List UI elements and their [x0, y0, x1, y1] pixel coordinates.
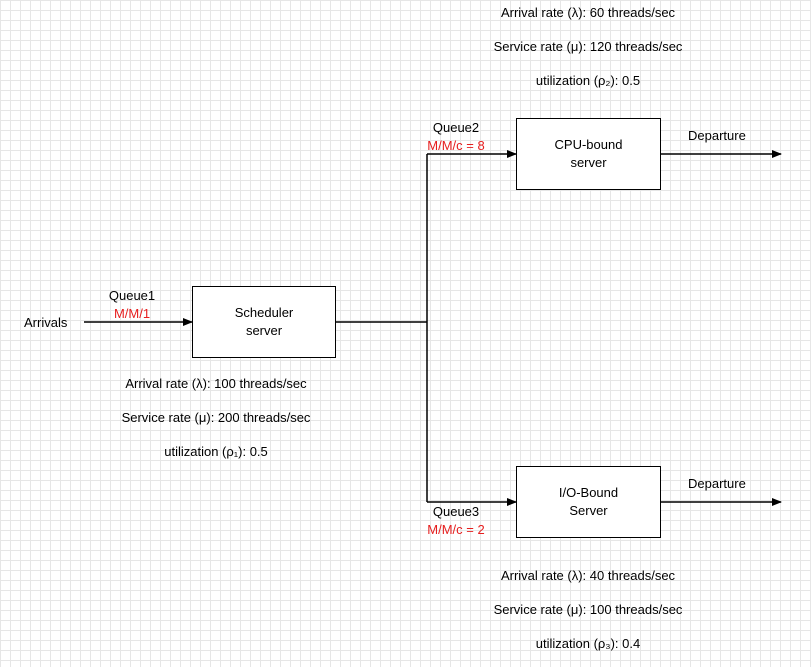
io-bound-server-box: I/O-Bound Server: [516, 466, 661, 538]
io-box-line1: I/O-Bound: [558, 485, 619, 500]
arrivals-label: Arrivals: [24, 315, 68, 330]
queue2-model: M/M/c = 8: [427, 138, 485, 153]
scheduler-box-line1: Scheduler: [234, 305, 294, 320]
cpu-arrival-rate: Arrival rate (λ): 60 threads/sec: [500, 5, 676, 20]
queue1-model: M/M/1: [113, 306, 151, 321]
io-departure-label: Departure: [688, 476, 746, 491]
cpu-box-line2: server: [570, 155, 607, 170]
io-box-line2: Server: [569, 503, 608, 518]
io-service-rate: Service rate (μ): 100 threads/sec: [493, 602, 683, 617]
queue2-label: Queue2: [432, 120, 480, 135]
io-utilization: utilization (ρ₃): 0.4: [535, 636, 641, 651]
scheduler-service-rate: Service rate (μ): 200 threads/sec: [121, 410, 311, 425]
cpu-bound-server-box: CPU-bound server: [516, 118, 661, 190]
scheduler-box-line2: server: [245, 323, 283, 338]
cpu-service-rate: Service rate (μ): 120 threads/sec: [493, 39, 683, 54]
io-arrival-rate: Arrival rate (λ): 40 threads/sec: [500, 568, 676, 583]
queue3-model: M/M/c = 2: [427, 522, 485, 537]
cpu-box-line1: CPU-bound: [554, 137, 623, 152]
scheduler-utilization: utilization (ρ₁): 0.5: [164, 444, 268, 459]
cpu-utilization: utilization (ρ₂): 0.5: [535, 73, 641, 88]
queue3-label: Queue3: [432, 504, 480, 519]
scheduler-server-box: Scheduler server: [192, 286, 336, 358]
scheduler-arrival-rate: Arrival rate (λ): 100 threads/sec: [125, 376, 307, 391]
cpu-departure-label: Departure: [688, 128, 746, 143]
queue1-label: Queue1: [108, 288, 156, 303]
